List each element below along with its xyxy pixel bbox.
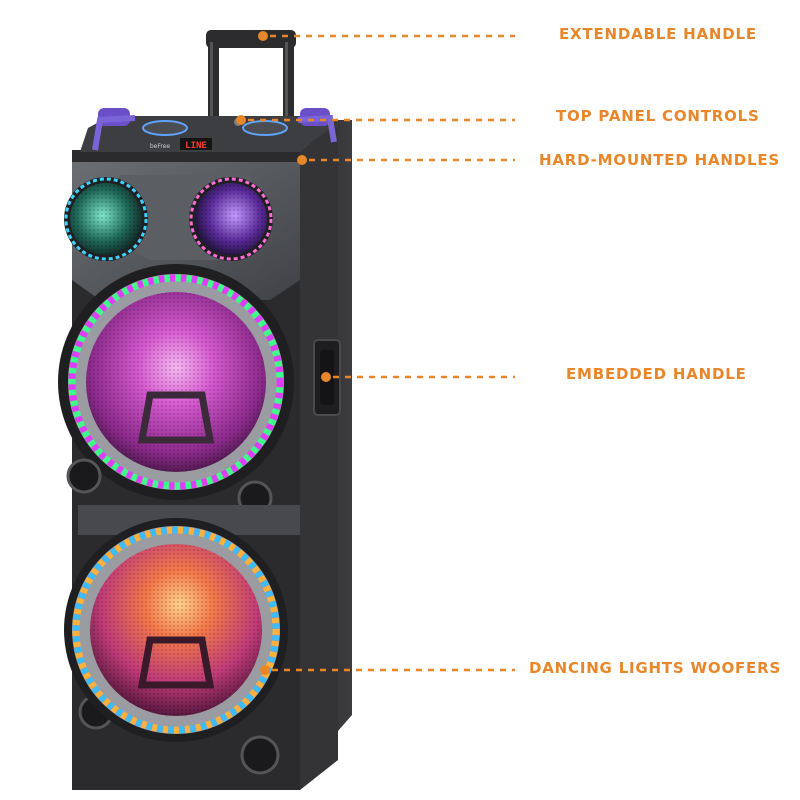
callout-label-embedded-handle: EMBEDDED HANDLE — [566, 365, 747, 383]
callout-line-embedded-handle — [321, 372, 515, 382]
callout-line-dancing-lights-woofers — [260, 665, 515, 675]
callout-label-hard-mounted-handles: HARD-MOUNTED HANDLES — [539, 151, 781, 169]
callout-lines — [236, 31, 515, 675]
callout-line-top-panel-controls — [236, 115, 515, 125]
tweeter-right — [189, 177, 273, 261]
led-display: LINE — [185, 141, 207, 151]
callout-label-extendable-handle: EXTENDABLE HANDLE — [559, 25, 757, 43]
callout-label-dancing-lights-woofers: DANCING LIGHTS WOOFERS — [529, 659, 782, 677]
extendable-handle — [206, 30, 296, 140]
woofer-top — [58, 264, 294, 500]
callout-line-hard-mounted-handles — [297, 155, 515, 165]
tweeter-left — [64, 177, 148, 261]
top-panel-controls: LINE beFree — [80, 108, 330, 152]
brand-logo: beFree — [150, 143, 171, 150]
woofer-bottom — [64, 518, 288, 742]
callout-line-extendable-handle — [258, 31, 515, 41]
callout-label-top-panel-controls: TOP PANEL CONTROLS — [556, 107, 760, 125]
